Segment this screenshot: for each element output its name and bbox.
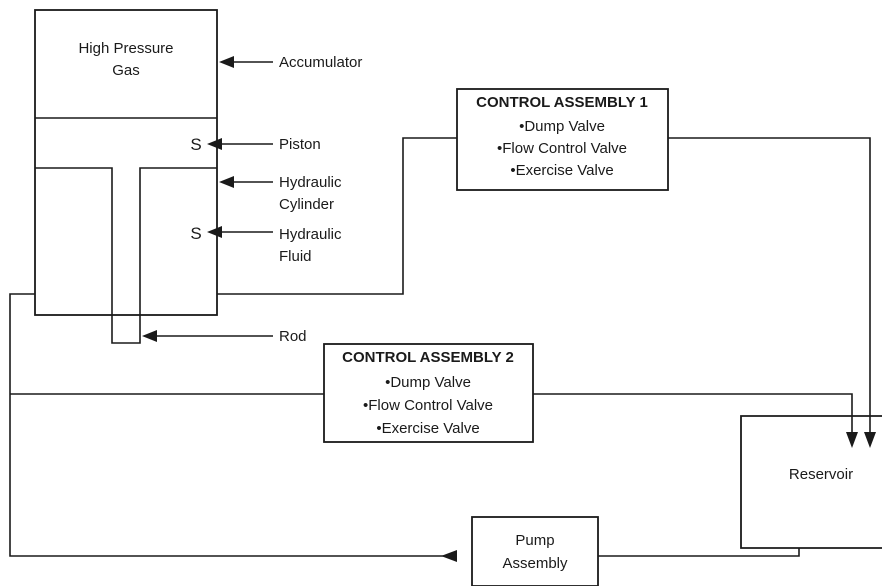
control-assembly-1-box bbox=[456, 88, 669, 191]
accumulator-block: High Pressure Gas S S bbox=[34, 9, 218, 344]
ca1-reservoir-arrowhead bbox=[864, 432, 876, 448]
accumulator-label: Accumulator bbox=[279, 54, 362, 71]
ca2-reservoir-arrowhead bbox=[846, 432, 858, 448]
control-assembly-1: CONTROL ASSEMBLY 1 •Dump Valve •Flow Con… bbox=[456, 88, 669, 191]
control-assembly-1-title: CONTROL ASSEMBLY 1 bbox=[476, 94, 648, 111]
piping bbox=[9, 137, 876, 562]
control-assembly-1-item: •Exercise Valve bbox=[510, 162, 613, 179]
piston-label: Piston bbox=[279, 136, 321, 153]
callouts bbox=[142, 56, 273, 342]
gas-label-line2: Gas bbox=[112, 62, 140, 79]
piston-callout-arrowhead bbox=[207, 138, 222, 150]
pipe-cylinder-to-ca1 bbox=[217, 137, 457, 295]
pump-assembly: Pump Assembly bbox=[471, 516, 599, 586]
pump-outlet-arrowhead bbox=[441, 550, 457, 562]
accumulator-outline bbox=[34, 9, 218, 316]
pipe-main-left bbox=[9, 293, 457, 557]
piston-seal-symbol: S bbox=[190, 135, 201, 154]
reservoir-label: Reservoir bbox=[789, 466, 853, 483]
rod-callout-arrowhead bbox=[142, 330, 157, 342]
hydraulic-cylinder-label-line1: Hydraulic bbox=[279, 174, 342, 191]
reservoir: Reservoir bbox=[740, 415, 882, 549]
rod-label: Rod bbox=[279, 328, 307, 345]
control-assembly-2-item: •Exercise Valve bbox=[376, 420, 479, 437]
pipe-ca2-to-reservoir bbox=[533, 393, 853, 432]
hydraulic-cylinder-label-line2: Cylinder bbox=[279, 196, 334, 213]
fluid-seal-symbol: S bbox=[190, 224, 201, 243]
control-assembly-2-item: •Flow Control Valve bbox=[363, 397, 493, 414]
fluid-callout-arrowhead bbox=[207, 226, 222, 238]
control-assembly-1-item: •Flow Control Valve bbox=[497, 140, 627, 157]
control-assembly-2-item: •Dump Valve bbox=[385, 374, 471, 391]
control-assembly-1-item: •Dump Valve bbox=[519, 118, 605, 135]
pipe-reservoir-to-pump bbox=[598, 548, 800, 557]
accumulator-callout-arrowhead bbox=[219, 56, 234, 68]
pump-assembly-label-line2: Assembly bbox=[502, 555, 568, 572]
control-assembly-2-title: CONTROL ASSEMBLY 2 bbox=[342, 349, 514, 366]
piston-rod bbox=[35, 167, 217, 344]
reservoir-box bbox=[740, 415, 882, 549]
control-assembly-2-box bbox=[323, 343, 534, 443]
pump-assembly-box bbox=[471, 516, 599, 586]
hydraulic-fluid-label-line1: Hydraulic bbox=[279, 226, 342, 243]
control-assembly-2: CONTROL ASSEMBLY 2 •Dump Valve •Flow Con… bbox=[323, 343, 534, 443]
hydraulic-fluid-label-line2: Fluid bbox=[279, 248, 312, 265]
pump-assembly-label-line1: Pump bbox=[515, 532, 554, 549]
cylinder-callout-arrowhead bbox=[219, 176, 234, 188]
pipe-ca1-to-reservoir bbox=[668, 137, 871, 432]
gas-label-line1: High Pressure bbox=[78, 40, 173, 57]
